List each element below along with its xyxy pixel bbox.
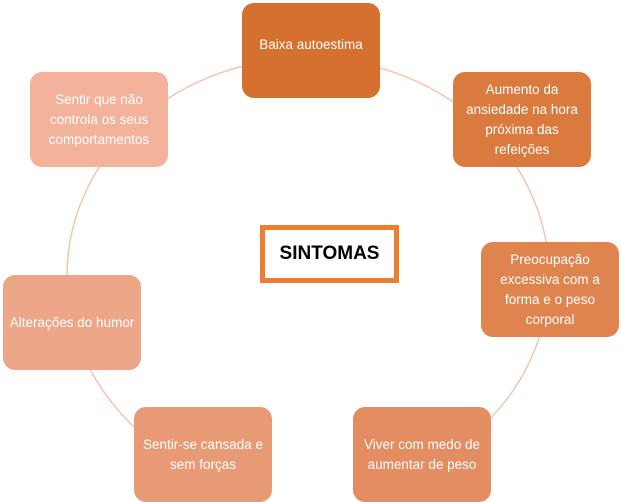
symptom-meal-anxiety: Aumento da ansiedade na hora próxima das… bbox=[453, 72, 591, 167]
symptom-mood-changes: Alterações do humor bbox=[3, 275, 141, 370]
symptom-label: Baixa autoestima bbox=[259, 37, 363, 52]
symptom-low-self-esteem: Baixa autoestima bbox=[242, 3, 380, 98]
symptom-body-concern: Preocupação excessiva com a forma e o pe… bbox=[481, 242, 619, 337]
center-title-label: SINTOMAS bbox=[279, 243, 380, 264]
symptom-label: Aumento da ansiedade na hora próxima das… bbox=[466, 81, 578, 157]
center-title: SINTOMAS bbox=[260, 225, 399, 283]
symptom-label: Sentir que não controla os seus comporta… bbox=[48, 91, 150, 147]
symptom-fear-weight-gain: Viver com medo de aumentar de peso bbox=[353, 407, 491, 502]
symptom-loss-of-control: Sentir que não controla os seus comporta… bbox=[30, 72, 168, 167]
symptom-label: Viver com medo de aumentar de peso bbox=[363, 436, 481, 472]
symptom-label: Sentir-se cansada e sem forças bbox=[142, 436, 264, 472]
symptom-label: Alterações do humor bbox=[9, 314, 135, 330]
symptom-label: Preocupação excessiva com a forma e o pe… bbox=[500, 251, 600, 327]
symptom-fatigue: Sentir-se cansada e sem forças bbox=[134, 407, 272, 502]
